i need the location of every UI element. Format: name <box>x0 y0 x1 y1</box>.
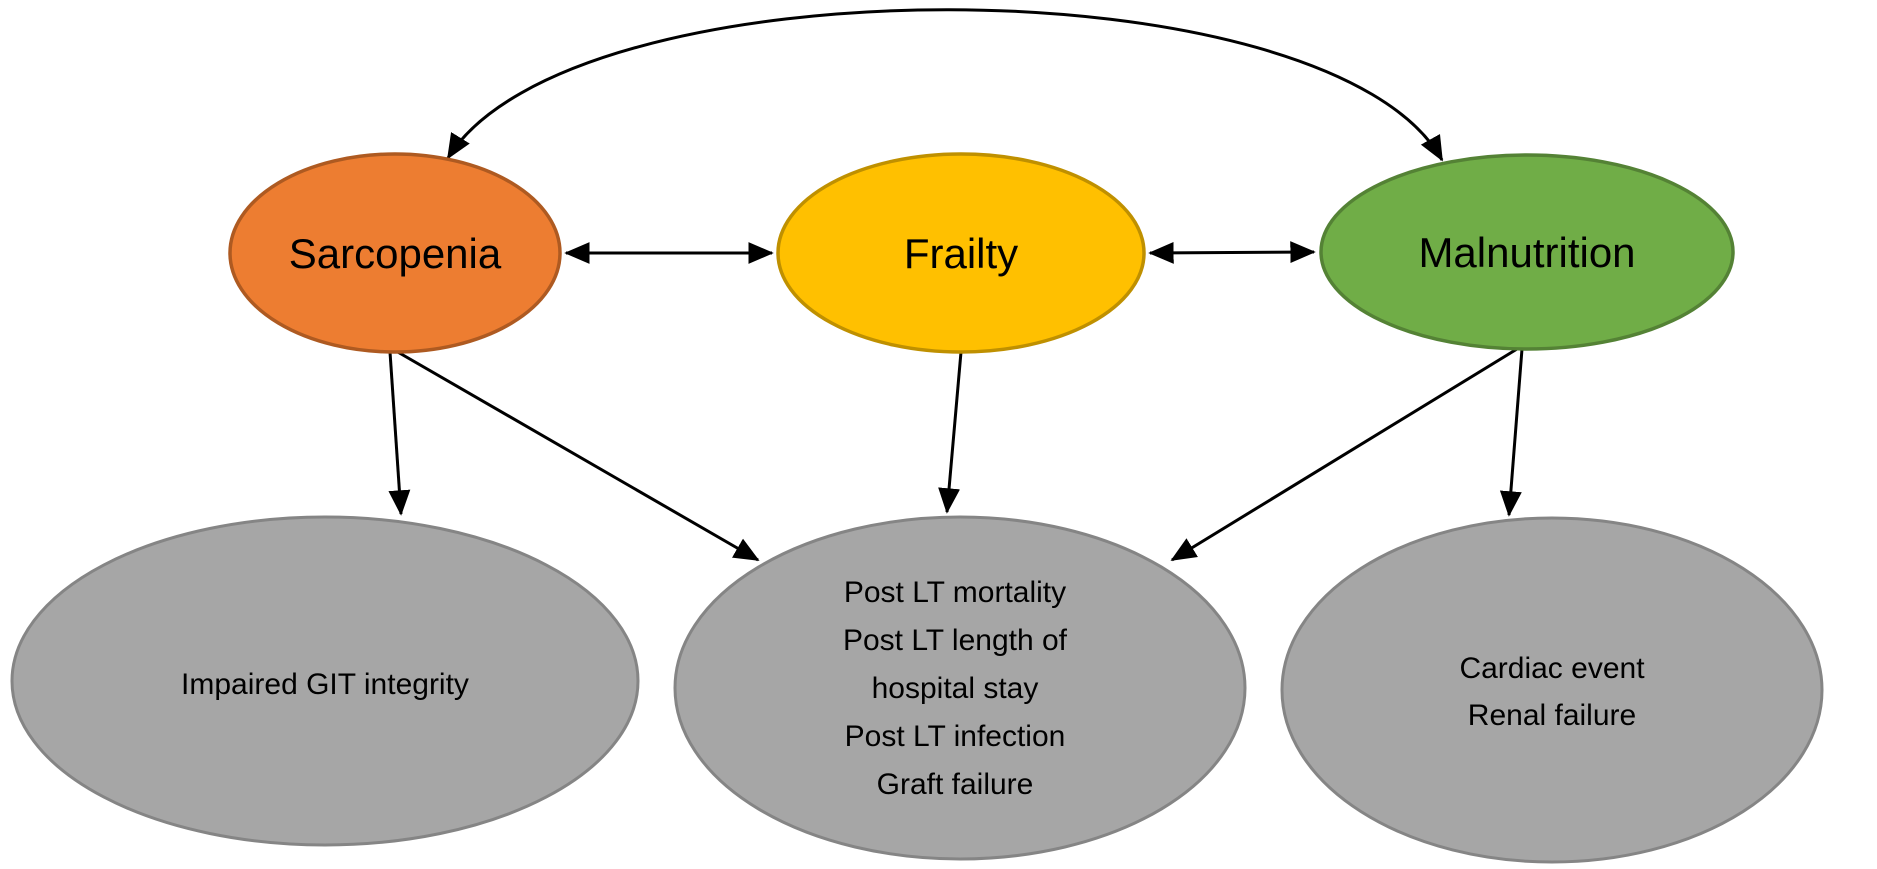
outcome-cardiac-renal-node <box>1280 516 1824 864</box>
sarcopenia-label: Sarcopenia <box>289 230 502 277</box>
edge-frailty-malnutrition <box>1148 241 1316 264</box>
edge-sarcopenia-outcome-post-lt <box>395 349 760 562</box>
edge-malnutrition-outcome-post-lt <box>1170 347 1518 562</box>
outcome-post-lt-line-1: Post LT mortality <box>844 576 1066 609</box>
outcome-git-label: Impaired GIT integrity <box>181 668 469 701</box>
outcome-post-lt-node <box>673 515 1247 861</box>
outcome-post-lt-line-2: Post LT length of <box>843 624 1068 657</box>
sarcopenia-node <box>228 152 562 354</box>
frailty-node <box>776 152 1146 354</box>
outcome-post-lt-line-3: hospital stay <box>872 672 1039 705</box>
edge-sarcopenia-outcome-git <box>388 351 411 516</box>
outcome-cardiac-renal-line-1: Cardiac event <box>1459 652 1645 685</box>
outcome-git-node <box>10 515 640 847</box>
outcome-post-lt-line-4: Post LT infection <box>845 720 1066 753</box>
malnutrition-label: Malnutrition <box>1418 229 1635 276</box>
outcome-cardiac-renal-line-2: Renal failure <box>1468 699 1636 732</box>
outcome-post-lt-line-5: Graft failure <box>877 768 1034 801</box>
edge-frailty-outcome-post-lt <box>938 351 963 514</box>
edge-malnutrition-outcome-cardiac-renal <box>1499 348 1524 517</box>
malnutrition-node <box>1319 153 1735 351</box>
edge-sarcopenia-malnutrition-arc <box>446 8 1444 162</box>
frailty-label: Frailty <box>904 230 1018 277</box>
